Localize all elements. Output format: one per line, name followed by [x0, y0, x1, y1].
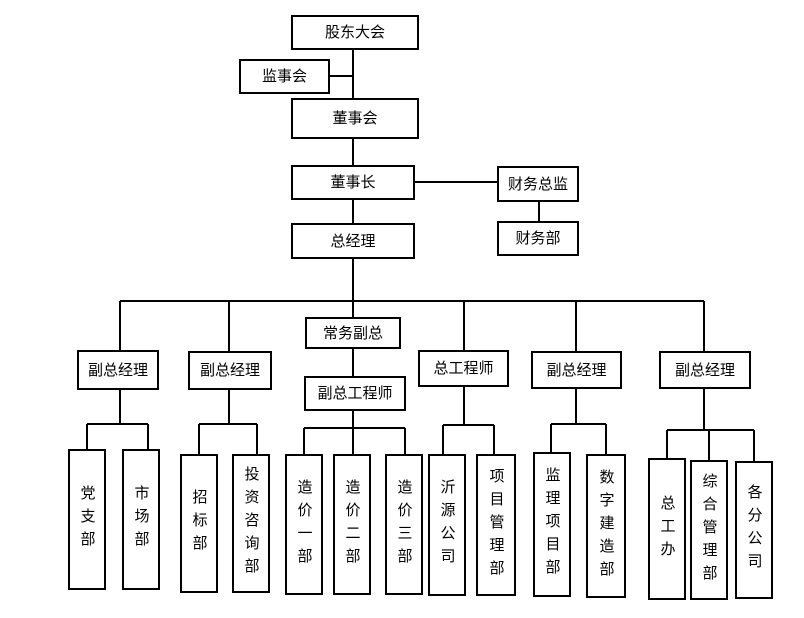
dept-box-project-management: 项目管理部 — [476, 454, 516, 596]
dept-label: 监理项目部 — [543, 467, 562, 582]
vice-gm-label: 副总经理 — [674, 360, 735, 379]
vice-gm-label: 副总经理 — [199, 361, 260, 379]
dept-box-marketing: 市场部 — [122, 449, 160, 590]
chief-engineer-box: 总工程师 — [418, 350, 509, 387]
board-of-directors-label: 董事会 — [332, 109, 378, 127]
executive-vp-box: 常务副总 — [305, 317, 401, 349]
chairman-label: 董事长 — [330, 173, 376, 191]
dept-box-cost-3: 造价三部 — [385, 454, 423, 595]
finance-dept-label: 财务部 — [515, 229, 561, 247]
dept-label: 造价二部 — [343, 478, 362, 571]
finance-dept-box: 财务部 — [497, 221, 579, 256]
shareholders-meeting-label: 股东大会 — [324, 23, 385, 41]
dept-label: 投资咨询部 — [242, 466, 261, 581]
board-of-directors-box: 董事会 — [291, 98, 419, 139]
chief-engineer-label: 总工程师 — [433, 359, 494, 377]
dept-box-digital-construction: 数字建造部 — [586, 454, 626, 598]
dept-box-chief-engineer-office: 总工办 — [648, 458, 686, 600]
executive-vp-label: 常务副总 — [322, 323, 383, 342]
supervisory-board-box: 监事会 — [239, 59, 330, 94]
dept-label: 招标部 — [190, 489, 209, 558]
vice-gm-box-1: 副总经理 — [77, 350, 159, 390]
deputy-chief-engineer-label: 副总工程师 — [317, 384, 393, 402]
dept-box-party-branch: 党支部 — [68, 449, 106, 590]
dept-box-supervision-project: 监理项目部 — [533, 452, 571, 597]
dept-label: 党支部 — [78, 485, 97, 554]
vice-gm-box-2: 副总经理 — [188, 351, 272, 390]
dept-label: 造价一部 — [295, 478, 314, 571]
dept-label: 各分公司 — [745, 484, 764, 576]
dept-label: 沂源公司 — [438, 479, 457, 571]
dept-box-yiyuan-company: 沂源公司 — [428, 454, 466, 596]
vice-gm-box-4: 副总经理 — [531, 351, 622, 389]
dept-box-general-management: 综合管理部 — [690, 460, 728, 600]
general-manager-label: 总经理 — [330, 231, 376, 250]
shareholders-meeting-box: 股东大会 — [291, 15, 419, 50]
vice-gm-label: 副总经理 — [546, 360, 607, 379]
cfo-label: 财务总监 — [507, 174, 568, 193]
vice-gm-box-5: 副总经理 — [659, 351, 751, 389]
chairman-box: 董事长 — [291, 165, 415, 200]
cfo-box: 财务总监 — [497, 166, 579, 202]
dept-box-cost-1: 造价一部 — [285, 454, 323, 595]
vice-gm-label: 副总经理 — [87, 360, 148, 379]
dept-label: 市场部 — [132, 485, 151, 554]
dept-label: 总工办 — [658, 494, 677, 564]
dept-box-cost-2: 造价二部 — [333, 454, 371, 595]
dept-label: 造价三部 — [395, 478, 414, 571]
dept-box-branches: 各分公司 — [735, 461, 773, 599]
supervisory-board-label: 监事会 — [261, 67, 307, 85]
dept-box-investment-consulting: 投资咨询部 — [232, 454, 270, 593]
dept-box-bidding: 招标部 — [180, 454, 218, 593]
dept-label: 项目管理部 — [487, 467, 506, 583]
dept-label: 数字建造部 — [597, 468, 616, 584]
dept-label: 综合管理部 — [700, 472, 719, 588]
general-manager-box: 总经理 — [291, 223, 415, 259]
deputy-chief-engineer-box: 副总工程师 — [304, 376, 406, 411]
